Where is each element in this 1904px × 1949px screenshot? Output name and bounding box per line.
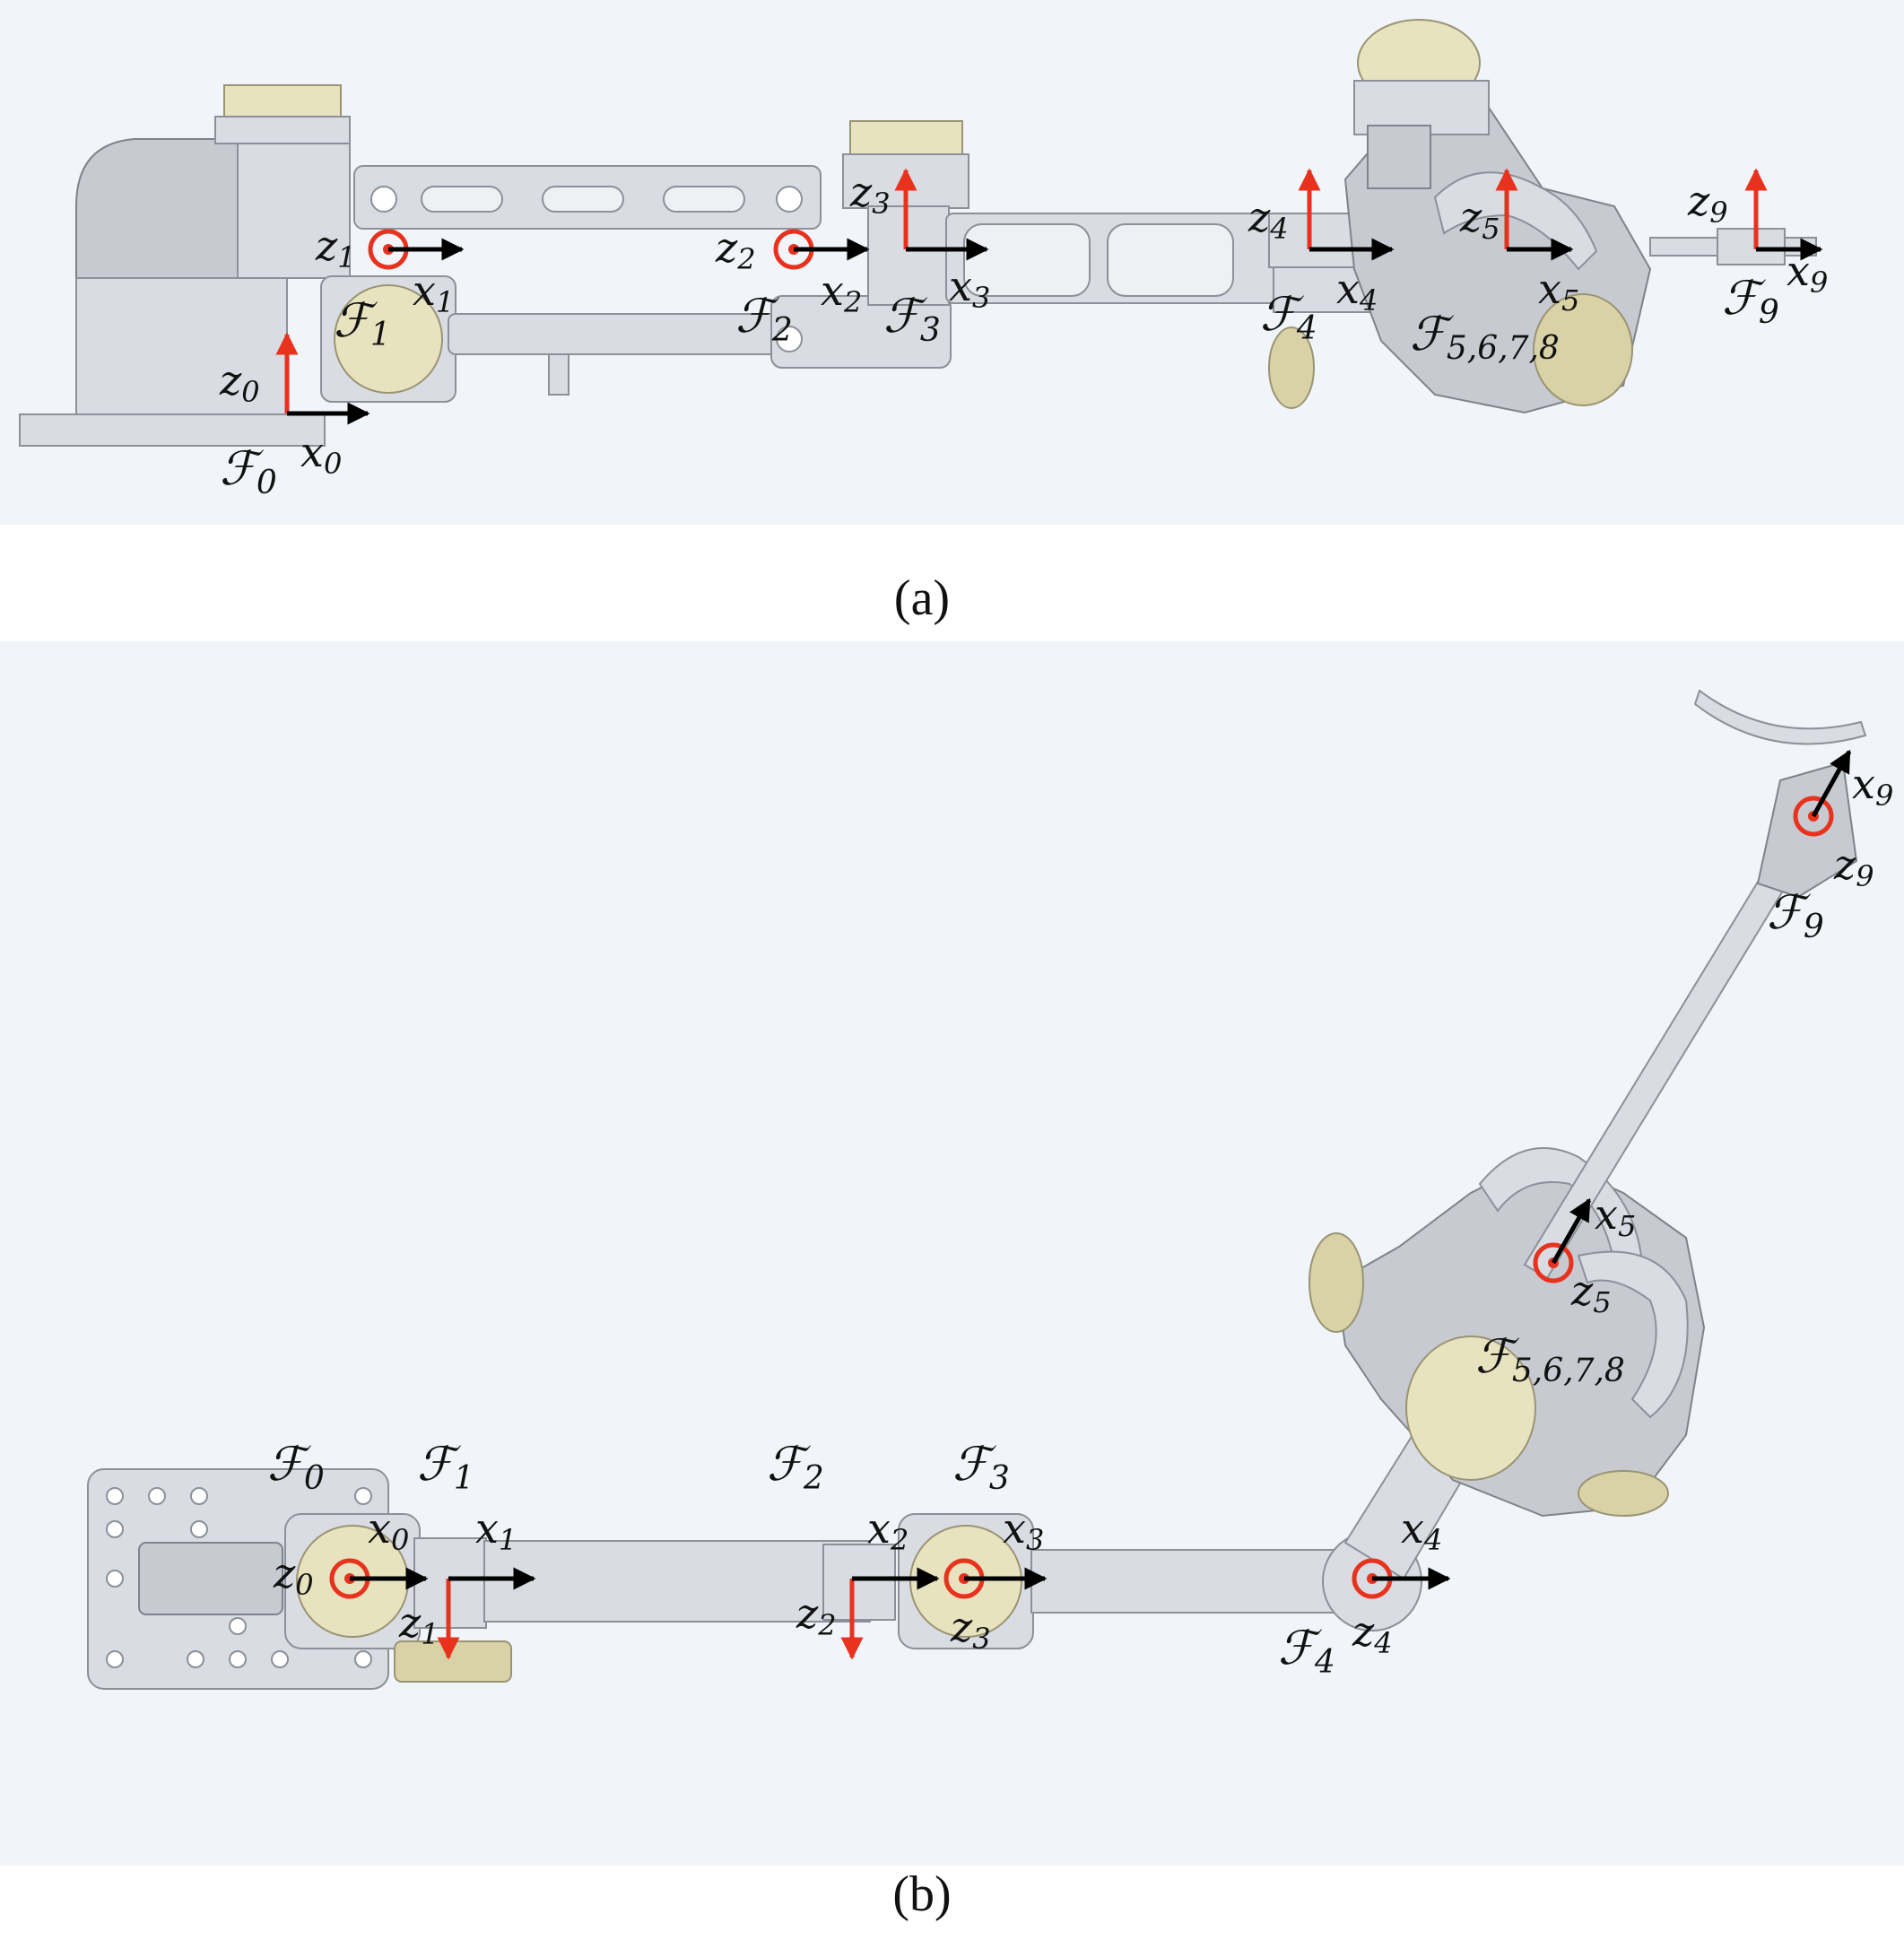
svg-text:z4: z4 [1248, 193, 1289, 246]
panel-b: z0 x0 ℱ0 z1 x1 ℱ1 z2 x2 ℱ2 z3 x3 ℱ3 [0, 641, 1904, 1922]
svg-text:z4: z4 [1352, 1607, 1393, 1660]
x5-axis-arrow [1551, 1197, 1592, 1265]
frame-F5678-a: z5 x5 ℱ5,6,7,8 [1410, 168, 1579, 367]
frame-F1-a: z1 x1 ℱ1 [315, 222, 465, 353]
panel-a-robot-drawing [19, 19, 1817, 447]
svg-text:x5: x5 [1538, 265, 1579, 318]
frame-F3-b: z3 x3 ℱ3 [943, 1438, 1048, 1656]
svg-text:x4: x4 [1401, 1504, 1442, 1557]
frame-F9-b: z9 x9 ℱ9 [1767, 749, 1893, 945]
svg-text:x1: x1 [413, 266, 454, 319]
svg-text:z9: z9 [1833, 840, 1874, 893]
svg-text:x2: x2 [867, 1504, 909, 1557]
svg-text:x4: x4 [1336, 265, 1378, 318]
svg-text:ℱ4: ℱ4 [1278, 1622, 1335, 1681]
svg-text:x1: x1 [475, 1504, 517, 1557]
svg-text:ℱ1: ℱ1 [334, 294, 391, 353]
svg-text:ℱ3: ℱ3 [883, 290, 941, 349]
svg-text:z1: z1 [398, 1598, 439, 1651]
svg-text:z0: z0 [273, 1549, 314, 1602]
svg-text:z3: z3 [950, 1603, 991, 1656]
svg-text:z3: z3 [849, 168, 891, 221]
svg-text:x3: x3 [1003, 1504, 1044, 1557]
panel-a-caption: (a) [894, 570, 950, 626]
frame-F4-a: z4 x4 ℱ4 [1248, 168, 1395, 347]
frame-F5678-b: z5 x5 ℱ5,6,7,8 [1475, 1190, 1636, 1389]
frame-F0-b: z0 x0 ℱ0 [267, 1438, 429, 1602]
svg-text:ℱ5,6,7,8: ℱ5,6,7,8 [1475, 1330, 1625, 1389]
frame-F1-b: z1 x1 ℱ1 [398, 1438, 536, 1660]
svg-text:z5: z5 [1459, 193, 1500, 246]
frame-F4-b: z4 x4 ℱ4 [1278, 1504, 1451, 1681]
frame-F0-a: z0 x0 ℱ0 [219, 332, 370, 501]
svg-text:ℱ2: ℱ2 [767, 1438, 824, 1497]
svg-text:ℱ5,6,7,8: ℱ5,6,7,8 [1410, 308, 1560, 367]
frame-F2-b: z2 x2 ℱ2 [767, 1438, 940, 1660]
svg-text:x3: x3 [949, 262, 990, 315]
x9-axis-arrow [1811, 749, 1852, 818]
svg-text:ℱ3: ℱ3 [952, 1438, 1010, 1497]
svg-text:ℱ1: ℱ1 [417, 1438, 474, 1497]
frame-F3-a: z3 x3 ℱ3 [849, 168, 990, 349]
svg-text:ℱ9: ℱ9 [1722, 272, 1779, 331]
panel-b-caption: (b) [892, 1866, 951, 1922]
svg-text:x0: x0 [300, 428, 342, 481]
frame-F9-a: z9 x9 ℱ9 [1687, 168, 1828, 331]
svg-text:z5: z5 [1570, 1266, 1612, 1319]
svg-text:z2: z2 [715, 223, 756, 276]
frame-F2-a: z2 x2 ℱ2 [715, 223, 870, 349]
svg-text:z2: z2 [796, 1589, 837, 1642]
svg-text:ℱ0: ℱ0 [220, 442, 277, 501]
svg-text:z0: z0 [219, 356, 260, 409]
svg-text:x0: x0 [368, 1504, 409, 1557]
svg-text:x2: x2 [821, 266, 862, 319]
svg-text:ℱ0: ℱ0 [267, 1438, 325, 1497]
svg-text:ℱ2: ℱ2 [735, 290, 793, 349]
svg-text:x9: x9 [1852, 760, 1893, 813]
svg-text:z9: z9 [1687, 177, 1728, 230]
z5-axis-out-of-page [1533, 1242, 1574, 1283]
z9-axis-out-of-page [1793, 796, 1834, 837]
panel-a: z0 x0 ℱ0 z1 x1 ℱ1 z2 x2 ℱ2 z3 x3 [0, 0, 1904, 626]
svg-text:z1: z1 [315, 222, 356, 274]
svg-text:x9: x9 [1787, 247, 1828, 300]
svg-text:x5: x5 [1595, 1190, 1636, 1243]
svg-text:ℱ4: ℱ4 [1260, 288, 1317, 347]
svg-text:ℱ9: ℱ9 [1767, 886, 1824, 945]
